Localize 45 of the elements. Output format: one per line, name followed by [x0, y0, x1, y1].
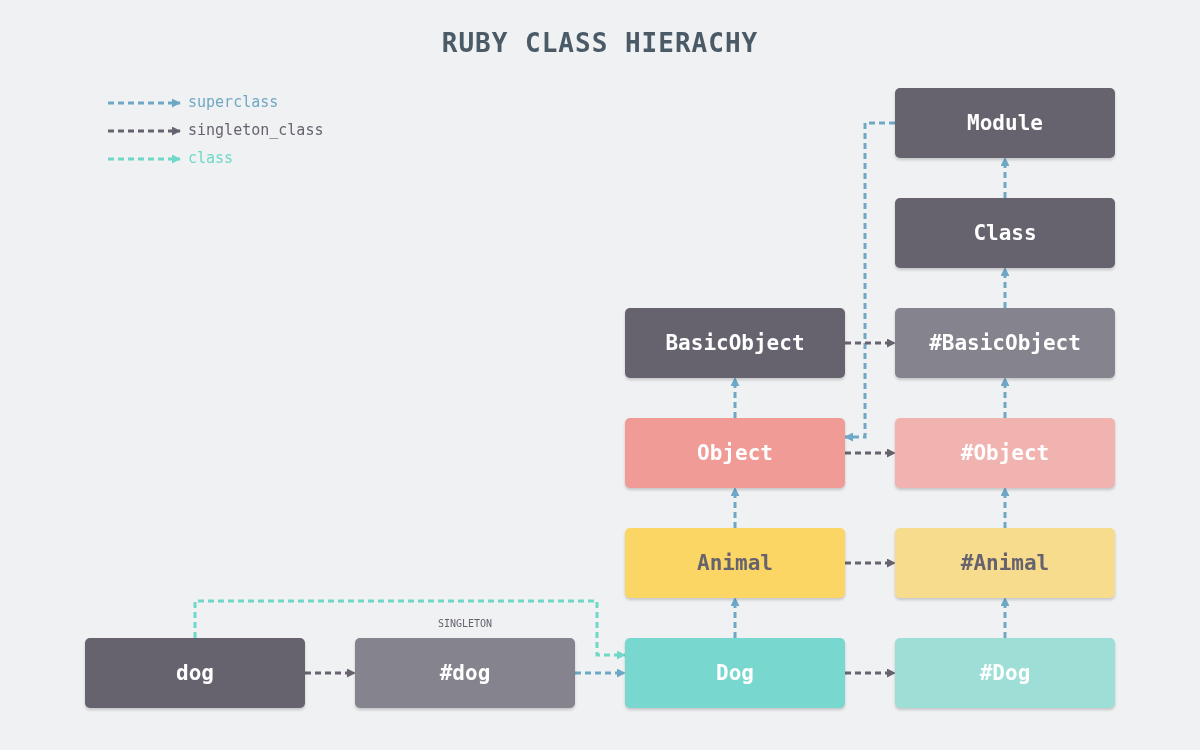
dashed-arrow [845, 448, 896, 458]
dashed-arrow [193, 599, 626, 660]
class-name: #Object [960, 441, 1050, 465]
dashed-arrow [730, 377, 740, 418]
dashed-arrow [845, 338, 896, 348]
dashed-arrow [730, 597, 740, 638]
dashed-arrow [844, 121, 895, 442]
class-name: Module [967, 111, 1043, 135]
class-name: Class [973, 221, 1037, 245]
dashed-arrow [845, 668, 896, 678]
class-name: #Dog [979, 661, 1031, 685]
dashed-arrow [1000, 267, 1010, 308]
class-name: BasicObject [665, 331, 805, 355]
class-box [895, 418, 1115, 488]
class-box [625, 308, 845, 378]
dashed-arrow [1000, 157, 1010, 198]
class-box [355, 638, 575, 708]
node-caption: SINGLETON [436, 618, 494, 629]
dashed-arrow [1000, 487, 1010, 528]
class-name: #BasicObject [929, 331, 1081, 355]
class-name: Dog [716, 661, 754, 685]
class-box [895, 198, 1115, 268]
dashed-arrow [845, 558, 896, 568]
class-box [625, 528, 845, 598]
class-box [895, 308, 1115, 378]
class-name: Animal [697, 551, 773, 575]
dashed-arrow [575, 668, 626, 678]
class-box [85, 638, 305, 708]
class-box [625, 638, 845, 708]
legend-label: class [188, 149, 234, 167]
dashed-arrow [730, 487, 740, 528]
class-name: #dog [439, 661, 491, 685]
class-box [625, 418, 845, 488]
dashed-arrow [1000, 597, 1010, 638]
class-box [895, 88, 1115, 158]
legend-label: singleton_class [188, 121, 324, 139]
diagram-title: RUBY CLASS HIERACHY [440, 28, 760, 58]
class-name: #Animal [960, 551, 1050, 575]
dashed-arrow [305, 668, 356, 678]
class-name: Object [697, 441, 773, 465]
legend-label: superclass [188, 93, 279, 111]
class-name: dog [176, 661, 214, 685]
class-box [895, 528, 1115, 598]
dashed-arrow [1000, 377, 1010, 418]
class-box [895, 638, 1115, 708]
